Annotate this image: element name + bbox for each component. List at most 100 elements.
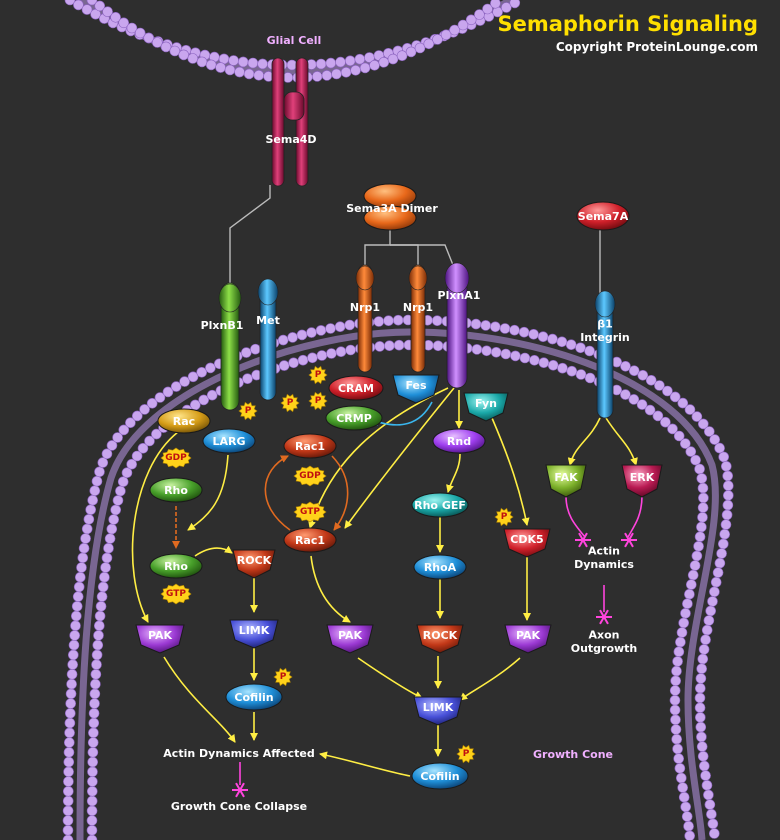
- pak-right-node: [504, 624, 552, 654]
- rac-to-pak-left-arrow: [131, 431, 179, 623]
- rac-node: [157, 408, 211, 434]
- integrin-receptor: [594, 290, 616, 419]
- plxnb1-label: PlxnB1: [201, 319, 244, 332]
- cofilin-center-phospho-badge: [456, 744, 476, 764]
- axon-effect-star: [596, 609, 612, 625]
- cofilin-center-node: [411, 762, 469, 790]
- growth-cone-membrane-tails: [76, 328, 719, 840]
- sema3a-nrp1a-connector: [364, 220, 391, 268]
- growth-cone-collapse-label: Growth Cone Collapse: [171, 800, 307, 813]
- cofilin-center-node-label: Cofilin: [420, 770, 459, 783]
- erk-to-actin-connector: [627, 495, 643, 538]
- sema3a-nrp1b-connector: [390, 244, 419, 268]
- fak-node-label: FAK: [554, 471, 578, 484]
- cdk5-phospho-badge: [494, 507, 514, 527]
- rhoa-node: [413, 554, 467, 580]
- sema7a-ligand: [576, 201, 630, 231]
- fak-to-actin-connector: [565, 495, 586, 538]
- met-receptor: [257, 278, 279, 401]
- rho-gtp-tag: [160, 583, 192, 605]
- nrp1-label-a: Nrp1: [350, 301, 380, 314]
- met-phospho-badge: [280, 393, 300, 413]
- rhoa-node-label: RhoA: [424, 561, 457, 574]
- fyn-node: [463, 392, 509, 422]
- larg-phospho-badge-label: P: [245, 406, 252, 416]
- pak-mid-node: [326, 624, 374, 654]
- sema4d-receptor: [271, 57, 309, 187]
- rho-gdp-node-label: Rho: [164, 484, 188, 497]
- crmp-phospho-badge: [308, 391, 328, 411]
- cram-node-label: CRAM: [338, 382, 374, 395]
- rac1-to-pak-mid-arrow: [310, 555, 351, 623]
- copyright-label: Copyright ProteinLounge.com: [555, 40, 758, 54]
- diagram-title: Semaphorin Signaling: [497, 12, 758, 36]
- met-phospho-badge-label: P: [287, 398, 294, 408]
- plxnb1-receptor: [218, 282, 242, 411]
- pak-mid-to-limk-arrow: [357, 657, 423, 699]
- membranes: [62, 0, 734, 840]
- actin-affected-label: Actin Dynamics Affected: [163, 747, 314, 760]
- nrp1-label-b: Nrp1: [403, 301, 433, 314]
- rho-to-rock-arrow: [194, 545, 233, 557]
- rho-gdp-node: [149, 477, 203, 503]
- plxna1-to-rac1-arrow: [344, 387, 455, 529]
- larg-node: [202, 428, 256, 454]
- pak-right-to-limk-arrow: [459, 657, 521, 701]
- cofilin-left-node: [225, 683, 283, 711]
- growth-cone-membrane-outer: [62, 314, 734, 840]
- cram-phospho-badge: [308, 365, 328, 385]
- sema3a-plxna1-connector: [390, 244, 456, 271]
- limk-center-node-label: LIMK: [423, 701, 454, 714]
- sema4d-plxnb1-connector: [229, 185, 271, 287]
- growth-cone-label: Growth Cone: [533, 748, 613, 761]
- rac1-gdp-node: [283, 433, 337, 459]
- pak-left-node: [135, 624, 185, 654]
- cdk5-node-label: CDK5: [510, 533, 543, 546]
- met-label: Met: [256, 314, 280, 327]
- rac1-gdp-tag-label: GDP: [299, 471, 321, 481]
- cdk5-node: [503, 528, 551, 558]
- pak-left-node-label: PAK: [148, 629, 173, 642]
- rock-mid-node: [416, 624, 464, 654]
- rho-gtp-tag-label: GTP: [166, 589, 186, 599]
- fyn-to-cdk5-arrow: [491, 417, 530, 526]
- nrp1-receptor-a: [355, 264, 375, 373]
- rhogef-node-label: Rho GEF: [414, 499, 466, 512]
- plxna1-receptor: [444, 262, 470, 389]
- collapse-effect-star: [232, 782, 248, 798]
- rnd-to-rhogef-arrow: [446, 453, 461, 493]
- rnd-node-label: Rnd: [447, 435, 471, 448]
- crmp-node: [325, 405, 383, 431]
- rac1-gtp-tag-label: GTP: [300, 507, 320, 517]
- rac1-gdp-tag: [293, 465, 327, 487]
- crmp-phospho-badge-label: P: [315, 396, 322, 406]
- rho-gdp-tag: [160, 447, 192, 469]
- rhogef-node: [411, 492, 469, 518]
- cdk5-phospho-badge-label: P: [501, 512, 508, 522]
- sema7a-label: Sema7A: [578, 210, 629, 223]
- pak-right-node-label: PAK: [516, 629, 541, 642]
- rho-gdp-tag-label: GDP: [165, 453, 187, 463]
- cram-node: [328, 375, 384, 401]
- pak-mid-node-label: PAK: [338, 629, 363, 642]
- rho-gtp-node: [149, 553, 203, 579]
- integrin-to-erk-arrow: [605, 417, 638, 466]
- rnd-node: [432, 428, 486, 454]
- cofilin-center-phospho-badge-label: P: [463, 749, 470, 759]
- fyn-node-label: Fyn: [475, 397, 497, 410]
- limk-left-node-label: LIMK: [239, 624, 270, 637]
- larg-node-label: LARG: [212, 435, 245, 448]
- nrp1-receptor-b: [408, 264, 428, 373]
- rac1-gtp-tag: [293, 501, 327, 523]
- fak-node: [545, 464, 587, 498]
- sema4d-label: Sema4D: [265, 133, 316, 146]
- larg-phospho-badge: [238, 401, 258, 421]
- larg-to-rho-arrow: [187, 454, 229, 531]
- rac1-gdp-to-gtp-arrow: [331, 455, 349, 531]
- rac1-gtp-to-gdp-arrow: [264, 455, 291, 531]
- sema3a-label: Sema3A Dimer: [346, 202, 438, 215]
- limk-center-node: [413, 696, 463, 726]
